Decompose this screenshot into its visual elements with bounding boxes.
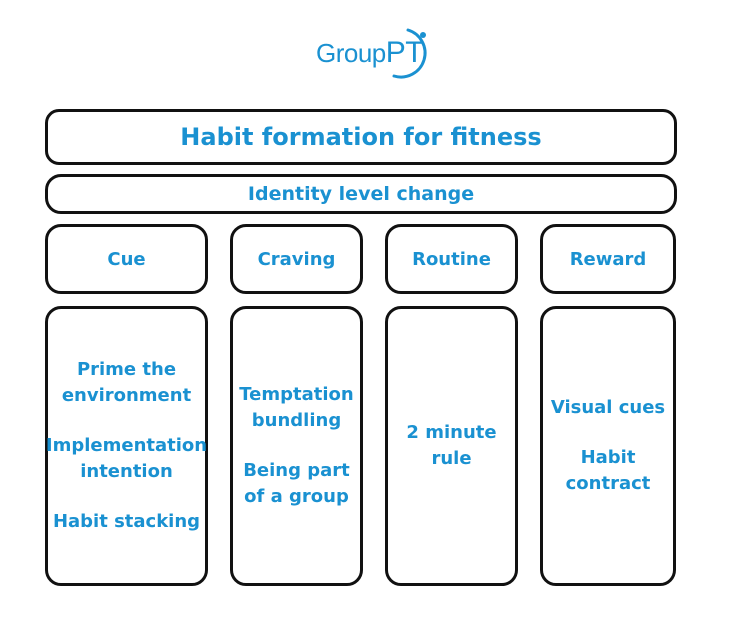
routine-item: 2 minute rule [406, 422, 497, 469]
grouppt-logo: GroupPT [312, 22, 442, 84]
craving-item: Temptation bundling [239, 384, 354, 431]
cue-item: Implementation intention [45, 435, 208, 482]
logo-suffix: PT [385, 36, 424, 69]
reward-item: Habit contract [565, 447, 651, 494]
cue-item: Prime the environment [61, 359, 192, 406]
column-body-reward: Visual cues Habit contract [540, 306, 676, 586]
column-body-routine: 2 minute rule [385, 306, 518, 586]
craving-item: Being part of a group [243, 460, 350, 507]
cue-item: Habit stacking [52, 511, 201, 532]
diagram-title: Habit formation for fitness [45, 109, 677, 165]
column-header-reward: Reward [540, 224, 676, 294]
column-body-cue: Prime the environment Implementation int… [45, 306, 208, 586]
logo-wordmark: GroupPT [316, 36, 424, 70]
column-header-routine: Routine [385, 224, 518, 294]
reward-item: Visual cues [550, 397, 666, 418]
column-header-cue: Cue [45, 224, 208, 294]
identity-level-box: Identity level change [45, 174, 677, 214]
column-body-craving: Temptation bundling Being part of a grou… [230, 306, 363, 586]
logo-ring-icon [392, 28, 427, 79]
column-header-craving: Craving [230, 224, 363, 294]
logo-prefix: Group [316, 38, 386, 68]
